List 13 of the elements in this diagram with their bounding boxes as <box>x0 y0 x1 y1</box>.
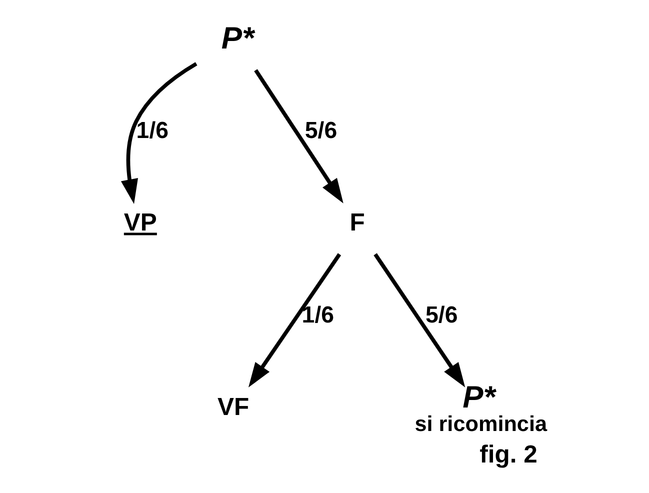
arrow <box>248 253 341 388</box>
arrow <box>373 253 465 388</box>
node-text: P* <box>220 20 254 56</box>
caption: fig. 2 <box>479 442 537 469</box>
edge-label: 1/6 <box>136 117 168 144</box>
node-text: VF <box>217 394 249 421</box>
node-text: VP <box>123 210 156 237</box>
edge-label: 1/6 <box>301 301 334 328</box>
arrow <box>254 69 343 204</box>
edge-label: 5/6 <box>304 117 337 144</box>
edge-label: 5/6 <box>425 301 458 328</box>
node-text: F <box>349 210 364 237</box>
arrow <box>120 62 197 204</box>
